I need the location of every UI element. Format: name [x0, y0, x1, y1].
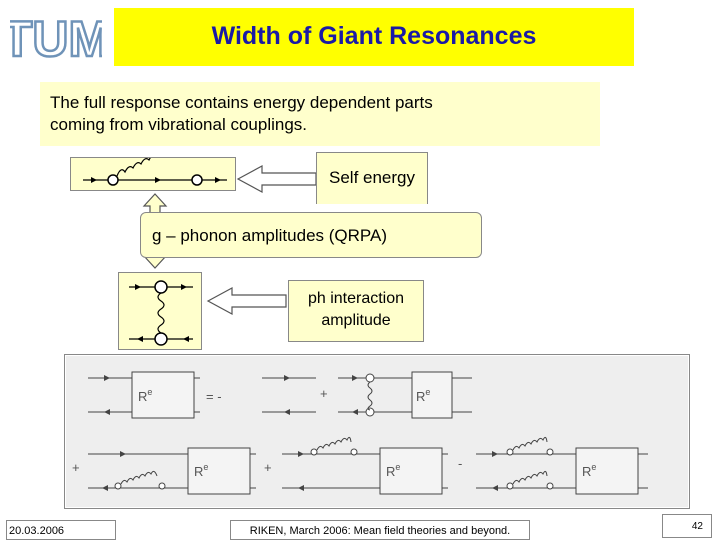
re-symbol-5: Re — [582, 462, 596, 479]
self-energy-box — [316, 152, 428, 204]
slide-title: Width of Giant Resonances — [211, 22, 537, 50]
intro-text: The full response contains energy depend… — [50, 92, 590, 136]
intro-line-1: The full response contains energy depend… — [50, 93, 433, 112]
self-energy-label: Self energy — [329, 168, 415, 187]
re-symbol-2: Re — [416, 387, 430, 404]
footer-date: 20.03.2006 — [6, 520, 116, 540]
g-phonon-box — [140, 212, 482, 258]
self-energy-diagram — [70, 136, 236, 191]
equation-panel-inner: Re = - + Re + Re + Re - — [66, 356, 688, 507]
plus-3: + — [264, 460, 272, 475]
g-phonon-label: g – phonon amplitudes (QRPA) — [152, 226, 387, 245]
ph-interaction-box — [288, 280, 424, 342]
re-symbol-4: Re — [386, 462, 400, 479]
ph-interaction-label: ph interaction amplitude — [288, 288, 424, 332]
equals-minus: = - — [206, 389, 222, 404]
minus-sign: - — [458, 456, 462, 471]
re-symbol-3: Re — [194, 462, 208, 479]
ph-interaction-line-1: ph interaction — [307, 290, 405, 307]
plus-2: + — [72, 460, 80, 475]
tum-logo-text: TUM — [10, 12, 102, 60]
ph-interaction-diagram-svg — [129, 280, 193, 346]
arrow-left-icon — [236, 164, 317, 194]
tum-logo: TUM — [10, 12, 102, 60]
ph-interaction-line-2: amplitude — [321, 312, 391, 329]
re-symbol-1: Re — [138, 387, 152, 404]
feynman-equation-diagram: Re = - + Re + Re + Re - — [72, 371, 648, 495]
footer-event: RIKEN, March 2006: Mean field theories a… — [230, 520, 530, 540]
plus-1: + — [320, 386, 328, 401]
arrow-left-icon — [206, 286, 287, 316]
title-background — [114, 8, 634, 66]
ph-interaction-diagram — [118, 272, 202, 350]
page-number: 42 — [662, 514, 712, 538]
self-energy-diagram-svg — [83, 136, 227, 186]
intro-background — [40, 82, 600, 146]
intro-line-2: coming from vibrational couplings. — [50, 115, 308, 134]
